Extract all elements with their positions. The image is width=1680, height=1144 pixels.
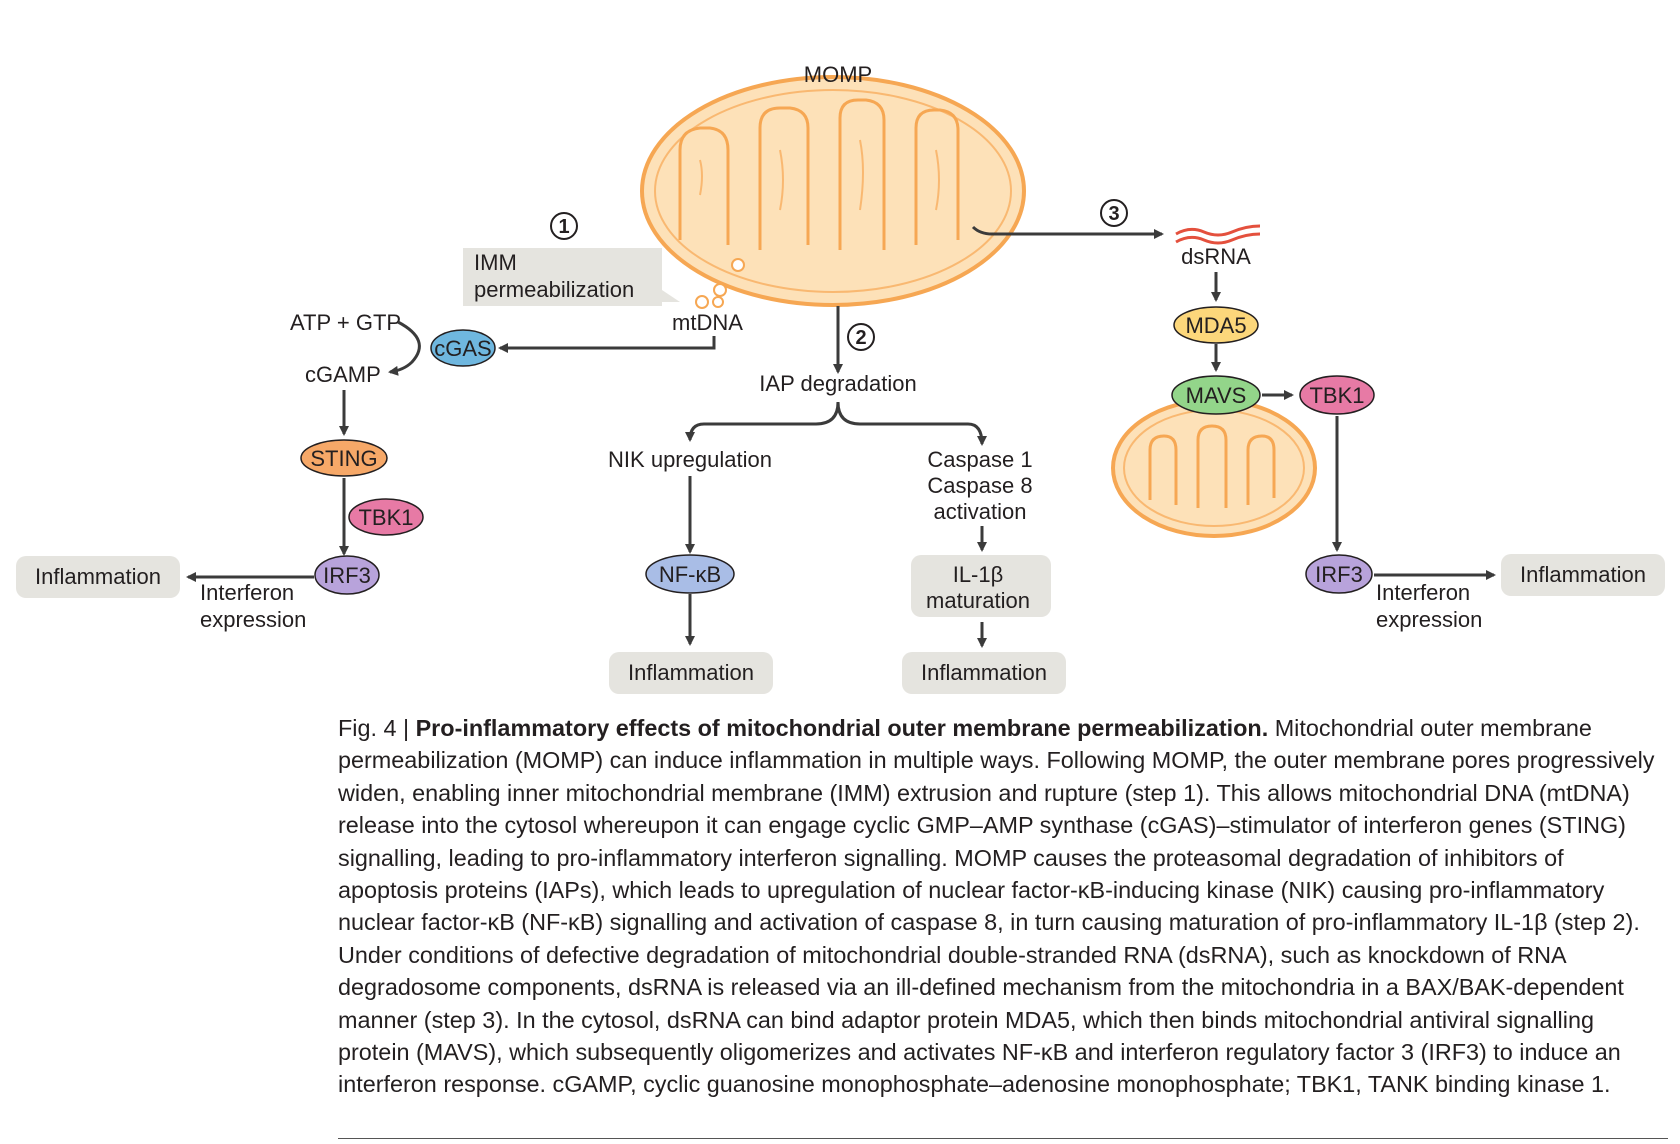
svg-text:Inflammation: Inflammation (1520, 562, 1646, 587)
mda5-node: MDA5 (1173, 306, 1259, 344)
step-3-marker: 3 (1100, 199, 1128, 227)
tbk1-left-node: TBK1 (348, 498, 424, 536)
step-1-marker: 1 (550, 212, 578, 240)
svg-text:MAVS: MAVS (1186, 383, 1247, 408)
svg-text:Inflammation: Inflammation (921, 660, 1047, 685)
svg-text:STING: STING (310, 446, 377, 471)
imm-permeabilization-callout: IMM permeabilization (463, 248, 680, 306)
sting-node: STING (300, 439, 388, 477)
iap-degradation-label: IAP degradation (759, 371, 916, 396)
svg-text:IRF3: IRF3 (323, 563, 371, 588)
mitochondrion-small (1111, 398, 1317, 538)
mitochondrion-large (640, 75, 1026, 309)
svg-text:1: 1 (558, 216, 569, 238)
irf3-right-node: IRF3 (1305, 554, 1373, 594)
caspase1-label: Caspase 1 (927, 447, 1032, 472)
caption-fig-number: Fig. 4 | (338, 715, 416, 741)
nik-upregulation-label: NIK upregulation (608, 447, 772, 472)
interferon-right-line1: Interferon (1376, 580, 1470, 605)
interferon-right-line2: expression (1376, 607, 1482, 632)
step-2-marker: 2 (847, 323, 875, 351)
caspase8-label: Caspase 8 (927, 473, 1032, 498)
inflammation-il1b: Inflammation (902, 652, 1066, 694)
inflammation-left: Inflammation (16, 556, 180, 598)
svg-text:maturation: maturation (926, 588, 1030, 613)
dsrna-strand-icon (1175, 224, 1261, 245)
mtdna-label: mtDNA (672, 310, 743, 335)
momp-label: MOMP (804, 62, 872, 87)
il1b-maturation: IL-1β maturation (911, 555, 1051, 617)
cgas-node: cGAS (430, 329, 496, 367)
cgamp-label: cGAMP (305, 362, 381, 387)
interferon-left-line2: expression (200, 607, 306, 632)
svg-text:TBK1: TBK1 (358, 505, 413, 530)
svg-text:3: 3 (1108, 203, 1119, 225)
arrow-momp-to-dsrna (971, 225, 1164, 239)
figure-caption: Fig. 4 | Pro-inflammatory effects of mit… (338, 712, 1670, 1101)
momp-inflammation-diagram: MOMP 1 IMM permeabilization mtDNA cGAS A… (16, 62, 1665, 694)
svg-text:NF-κB: NF-κB (659, 562, 721, 587)
svg-text:TBK1: TBK1 (1309, 383, 1364, 408)
interferon-left-line1: Interferon (200, 580, 294, 605)
svg-text:Inflammation: Inflammation (628, 660, 754, 685)
svg-text:permeabilization: permeabilization (474, 277, 634, 302)
arrow-atp-to-cgamp (388, 320, 421, 376)
irf3-left-node: IRF3 (314, 555, 380, 595)
svg-text:2: 2 (855, 327, 866, 349)
svg-text:MDA5: MDA5 (1185, 313, 1246, 338)
inflammation-nfkb: Inflammation (609, 652, 773, 694)
svg-text:Inflammation: Inflammation (35, 564, 161, 589)
caption-bottom-rule (338, 1138, 1668, 1139)
dsrna-label: dsRNA (1181, 244, 1251, 269)
arrow-mtdna-to-cgas (498, 336, 716, 353)
mavs-node: MAVS (1171, 375, 1261, 415)
caption-title: Pro-inflammatory effects of mitochondria… (415, 715, 1269, 741)
nfkb-node: NF-κB (645, 554, 735, 594)
caption-body: Mitochondrial outer membrane permeabiliz… (338, 715, 1655, 1098)
arrow-iap-to-nik (685, 401, 840, 442)
svg-text:IL-1β: IL-1β (953, 562, 1004, 587)
atp-gtp-label: ATP + GTP (290, 310, 401, 335)
svg-text:IRF3: IRF3 (1315, 562, 1363, 587)
arrow-iap-to-caspase (836, 401, 987, 446)
svg-text:IMM: IMM (474, 250, 517, 275)
svg-text:cGAS: cGAS (434, 336, 491, 361)
inflammation-right: Inflammation (1501, 554, 1665, 596)
tbk1-right-node: TBK1 (1299, 375, 1375, 415)
activation-label: activation (934, 499, 1027, 524)
